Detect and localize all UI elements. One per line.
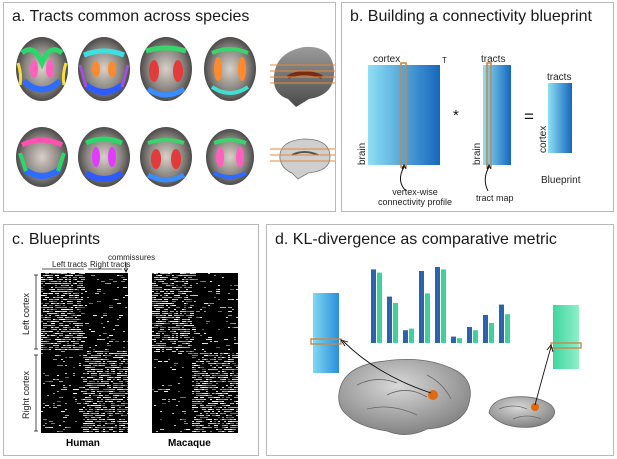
matrix3-row-label: cortex <box>538 125 549 153</box>
human-caption: Human <box>66 438 100 449</box>
tractmap-arrow <box>484 166 490 192</box>
profile-arrow <box>400 166 407 192</box>
kl-bar-human-9 <box>499 304 504 343</box>
brain-slices-figure <box>16 37 335 187</box>
human-blueprint-pattern <box>41 273 128 432</box>
kl-bar-macaque-7 <box>473 330 478 343</box>
equals-operator: = <box>524 107 534 126</box>
macaque-sagittal <box>270 138 335 180</box>
kl-bar-macaque-1 <box>377 272 382 343</box>
human-slice-2 <box>78 37 130 101</box>
kl-bar-macaque-3 <box>409 328 414 343</box>
kl-bar-macaque-9 <box>505 314 510 343</box>
kl-divergence-figure <box>310 267 582 435</box>
human-cortex <box>338 359 471 435</box>
human-profile-highlight <box>310 338 342 345</box>
panel-c: c. Blueprints commissures Left tracts Ri… <box>3 224 259 456</box>
cortex-brain-matrix <box>368 65 440 165</box>
kl-bar-chart <box>371 267 510 343</box>
human-sagittal <box>270 46 335 107</box>
kl-bar-macaque-8 <box>489 323 494 343</box>
human-slice-4 <box>204 37 256 101</box>
left-cortex-label: Left cortex <box>21 292 31 335</box>
kl-bar-human-3 <box>403 330 408 343</box>
blueprint-label: Blueprint <box>541 175 581 186</box>
human-cortex-dot <box>428 390 438 400</box>
right-cortex-label: Right cortex <box>21 370 31 419</box>
matrix3-col-label: tracts <box>547 72 572 83</box>
macaque-slice-1 <box>16 127 68 187</box>
kl-bar-macaque-6 <box>457 338 462 343</box>
panel-d: d. KL-divergence as comparative metric <box>266 224 614 456</box>
kl-bar-human-6 <box>451 336 456 343</box>
matrix1-col-label: cortex <box>373 54 401 65</box>
kl-bar-macaque-2 <box>393 303 398 343</box>
kl-bar-macaque-4 <box>425 293 430 343</box>
macaque-cortex-dot <box>531 403 539 411</box>
matrix2-col-label: tracts <box>481 54 506 65</box>
panel-a-title: a. Tracts common across species <box>12 8 250 25</box>
panel-b: b. Building a connectivity blueprint cor… <box>341 2 614 212</box>
profile-annotation: vertex-wise connectivity profile <box>378 187 453 207</box>
matrix2-row-label: brain <box>472 142 483 165</box>
macaque-slice-4 <box>206 129 254 185</box>
blueprint-matrix <box>548 83 572 153</box>
multiply-operator: * <box>453 107 459 124</box>
kl-bar-human-1 <box>371 269 376 343</box>
commissures-arrow <box>34 263 129 432</box>
human-link-arrow <box>342 340 432 394</box>
right-tracts-label: Right tracts <box>90 260 131 269</box>
panel-a: a. Tracts common across species <box>3 2 336 212</box>
macaque-slice-3 <box>140 127 192 187</box>
macaque-cortex <box>488 396 555 428</box>
macaque-blueprint-pattern <box>152 273 238 432</box>
left-tracts-label: Left tracts <box>52 260 88 269</box>
panel-c-title: c. Blueprints <box>12 231 101 248</box>
macaque-blueprint <box>152 273 238 433</box>
tractmap-annotation: tract map <box>476 193 514 203</box>
matrix1-superscript: T <box>442 56 447 65</box>
panel-b-title: b. Building a connectivity blueprint <box>350 8 592 25</box>
macaque-caption: Macaque <box>168 438 211 449</box>
kl-bar-human-8 <box>483 315 488 343</box>
kl-bar-macaque-5 <box>441 269 446 343</box>
kl-bar-human-7 <box>467 327 472 343</box>
kl-bar-human-2 <box>387 296 392 343</box>
commissures-label: commissures <box>108 253 156 262</box>
macaque-link-arrow <box>534 346 552 406</box>
human-slice-3 <box>140 37 192 101</box>
macaque-blueprint-bar <box>553 305 579 369</box>
panel-d-title: d. KL-divergence as comparative metric <box>275 231 557 248</box>
macaque-slice-2 <box>78 127 130 187</box>
matrix1-row-label: brain <box>357 142 368 165</box>
human-slice-1 <box>16 37 68 101</box>
human-blueprint-bar <box>313 293 339 373</box>
kl-bar-human-5 <box>435 267 440 343</box>
human-blueprint <box>41 273 128 433</box>
kl-bar-human-4 <box>419 271 424 343</box>
blueprint-equation-figure <box>368 62 572 192</box>
